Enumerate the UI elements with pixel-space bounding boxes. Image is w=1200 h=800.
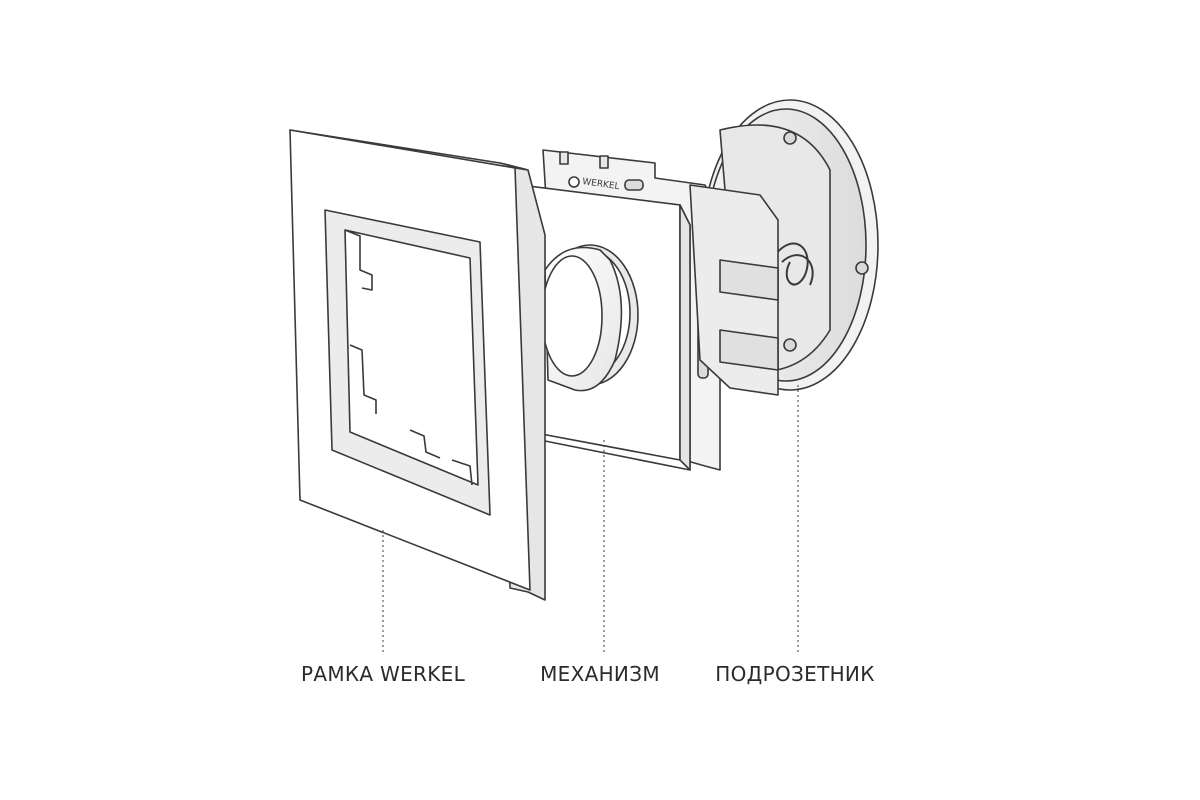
mechanism-label: МЕХАНИЗМ	[540, 662, 660, 686]
mounting-box-label: ПОДРОЗЕТНИК	[715, 662, 875, 686]
frame-illustration	[289, 129, 546, 601]
mechanism-illustration	[519, 149, 779, 471]
frame-label: РАМКА WERKEL	[300, 662, 466, 686]
